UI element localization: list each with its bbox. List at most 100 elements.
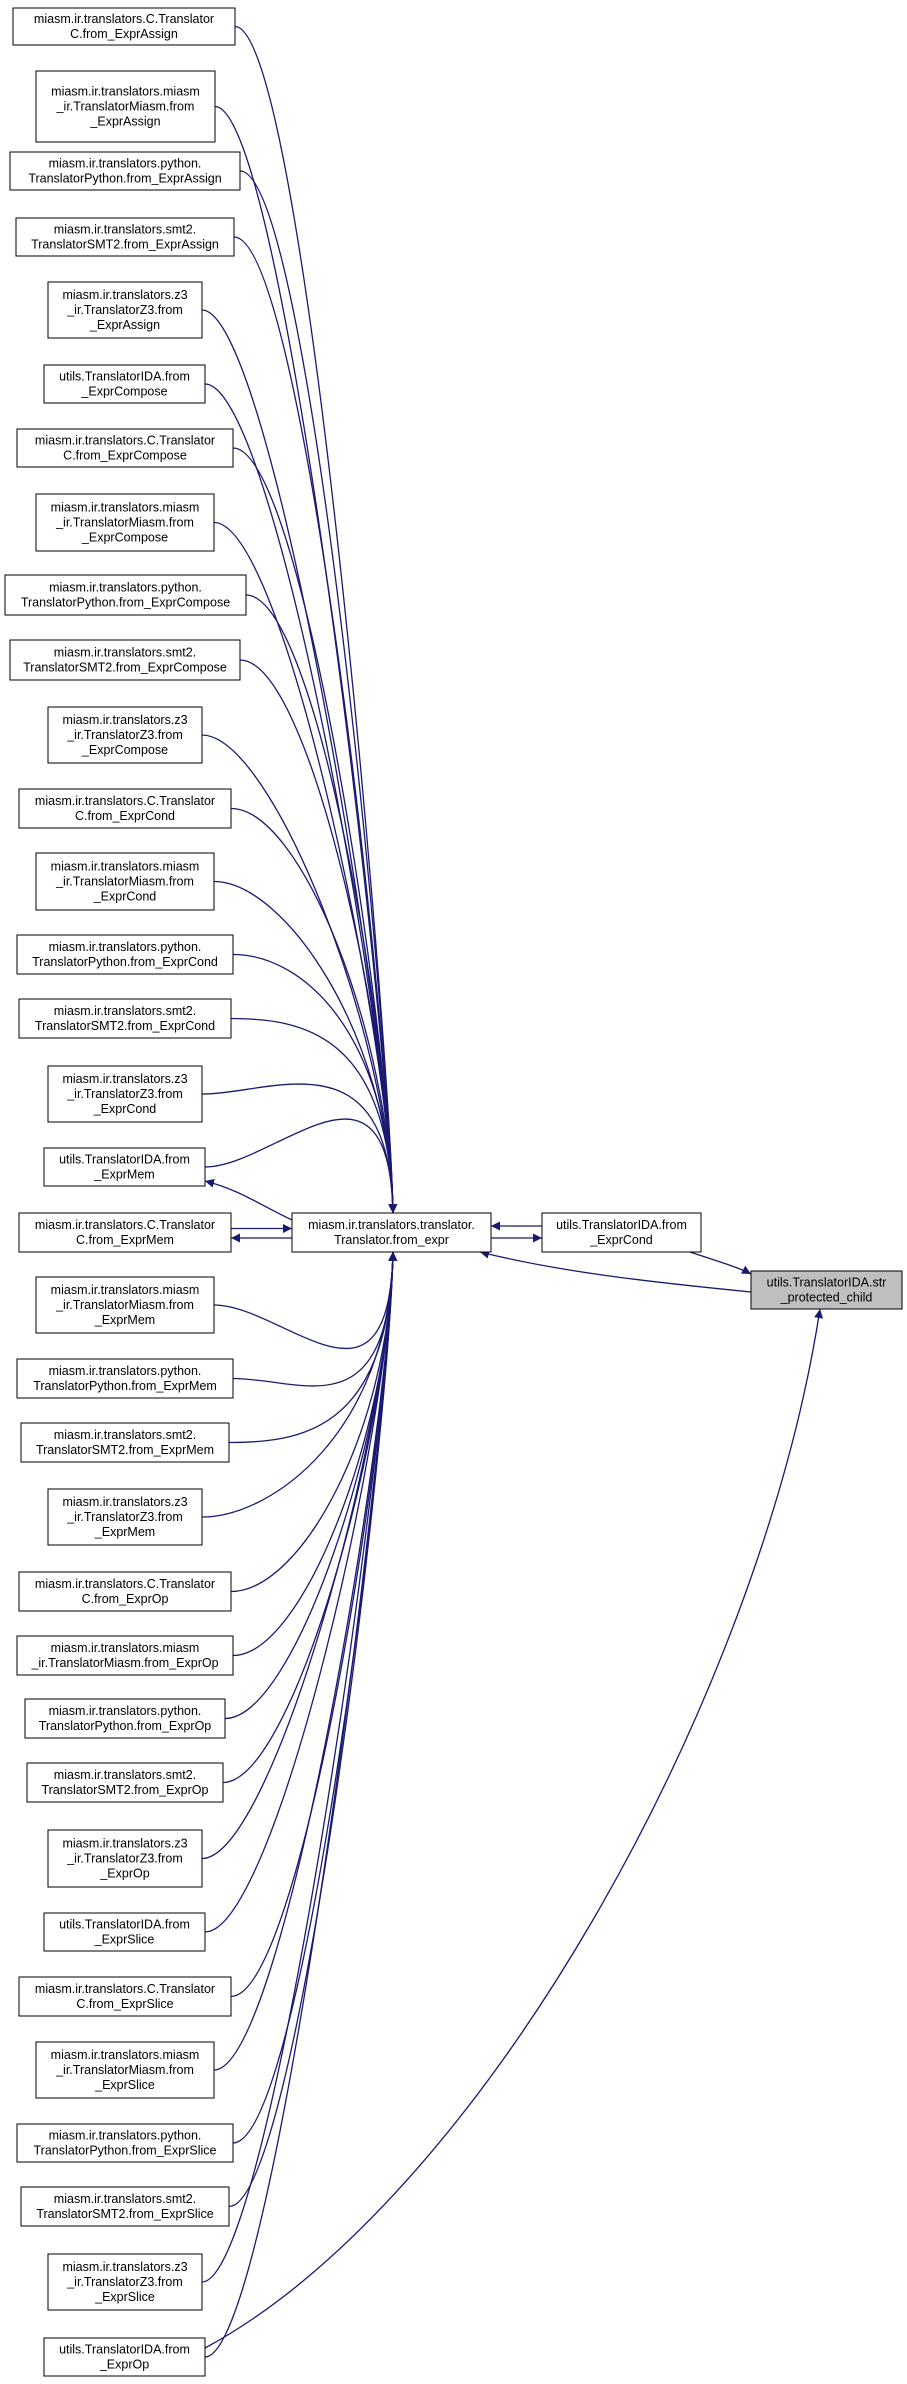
node-box-ida_cond[interactable] [541, 1212, 702, 1253]
node-label-smt_compose-line-0: miasm.ir.translators.smt2. [54, 646, 196, 660]
node-py_op[interactable]: miasm.ir.translators.python.TranslatorPy… [24, 1698, 226, 1739]
node-box-py_assign[interactable] [9, 151, 241, 191]
node-smt_slice[interactable]: miasm.ir.translators.smt2.TranslatorSMT2… [20, 2186, 230, 2227]
node-smt_op[interactable]: miasm.ir.translators.smt2.TranslatorSMT2… [26, 1762, 224, 1803]
node-label-miasm_slice-line-2: _ExprSlice [94, 2078, 155, 2092]
node-box-z3_op[interactable] [47, 1829, 203, 1888]
node-box-z3_mem[interactable] [47, 1488, 203, 1546]
node-label-z3_op-line-1: _ir.TranslatorZ3.from [66, 1852, 183, 1866]
node-label-ida_op-line-1: _ExprOp [99, 2358, 149, 2372]
node-box-c_op[interactable] [18, 1571, 232, 1612]
node-ida_cond[interactable]: utils.TranslatorIDA.from_ExprCond [541, 1212, 702, 1253]
node-label-root-line-1: _protected_child [780, 1291, 873, 1305]
node-root[interactable]: utils.TranslatorIDA.str_protected_child [750, 1270, 903, 1310]
node-box-py_cond[interactable] [16, 934, 234, 975]
node-box-py_mem[interactable] [16, 1358, 234, 1399]
node-z3_slice[interactable]: miasm.ir.translators.z3_ir.TranslatorZ3.… [47, 2253, 203, 2311]
node-box-ida_compose[interactable] [43, 364, 206, 404]
node-py_cond[interactable]: miasm.ir.translators.python.TranslatorPy… [16, 934, 234, 975]
node-label-smt_assign-line-1: TranslatorSMT2.from_ExprAssign [31, 238, 219, 252]
node-box-miasm_compose[interactable] [35, 493, 215, 552]
node-box-miasm_mem[interactable] [35, 1276, 215, 1334]
node-box-ida_mem[interactable] [43, 1147, 206, 1187]
node-miasm_compose[interactable]: miasm.ir.translators.miasm_ir.Translator… [35, 493, 215, 552]
node-box-smt_cond[interactable] [18, 998, 232, 1039]
node-box-c_mem[interactable] [18, 1212, 232, 1253]
node-box-z3_compose[interactable] [47, 706, 203, 764]
node-ida_mem[interactable]: utils.TranslatorIDA.from_ExprMem [43, 1147, 206, 1187]
node-box-c_cond[interactable] [18, 788, 232, 829]
node-c_slice[interactable]: miasm.ir.translators.C.TranslatorC.from_… [18, 1976, 232, 2017]
edge-smt_slice-to-from_expr [228, 1251, 398, 2208]
node-miasm_op[interactable]: miasm.ir.translators.miasm_ir.Translator… [16, 1635, 234, 1676]
node-box-from_expr[interactable] [291, 1212, 492, 1253]
node-box-smt_assign[interactable] [15, 217, 235, 257]
node-box-py_slice[interactable] [16, 2123, 234, 2163]
node-label-py_mem-line-1: TranslatorPython.from_ExprMem [33, 1379, 217, 1393]
node-miasm_mem[interactable]: miasm.ir.translators.miasm_ir.Translator… [35, 1276, 215, 1334]
node-label-c_cond-line-0: miasm.ir.translators.C.Translator [35, 794, 215, 808]
edge-c_compose-to-from_expr [232, 447, 398, 1214]
node-py_mem[interactable]: miasm.ir.translators.python.TranslatorPy… [16, 1358, 234, 1399]
node-smt_assign[interactable]: miasm.ir.translators.smt2.TranslatorSMT2… [15, 217, 235, 257]
node-z3_mem[interactable]: miasm.ir.translators.z3_ir.TranslatorZ3.… [47, 1488, 203, 1546]
node-c_cond[interactable]: miasm.ir.translators.C.TranslatorC.from_… [18, 788, 232, 829]
node-from_expr[interactable]: miasm.ir.translators.translator.Translat… [291, 1212, 492, 1253]
node-box-miasm_slice[interactable] [35, 2041, 215, 2099]
node-box-smt_mem[interactable] [20, 1422, 230, 1463]
node-box-miasm_assign[interactable] [35, 70, 216, 143]
edge-c_slice-to-from_expr [230, 1251, 398, 1998]
node-c_compose[interactable]: miasm.ir.translators.C.TranslatorC.from_… [16, 428, 234, 468]
node-py_assign[interactable]: miasm.ir.translators.python.TranslatorPy… [9, 151, 241, 191]
node-box-ida_slice[interactable] [43, 1912, 206, 1952]
node-z3_cond[interactable]: miasm.ir.translators.z3_ir.TranslatorZ3.… [47, 1065, 203, 1123]
node-label-py_slice-line-0: miasm.ir.translators.python. [49, 2129, 202, 2143]
node-c_op[interactable]: miasm.ir.translators.C.TranslatorC.from_… [18, 1571, 232, 1612]
node-box-z3_cond[interactable] [47, 1065, 203, 1123]
node-c_assign[interactable]: miasm.ir.translators.C.TranslatorC.from_… [12, 7, 236, 46]
node-label-smt_op-line-1: TranslatorSMT2.from_ExprOp [42, 1783, 209, 1797]
node-ida_compose[interactable]: utils.TranslatorIDA.from_ExprCompose [43, 364, 206, 404]
node-label-miasm_assign-line-2: _ExprAssign [89, 115, 160, 129]
node-box-miasm_op[interactable] [16, 1635, 234, 1676]
node-box-root[interactable] [750, 1270, 903, 1310]
node-label-py_assign-line-0: miasm.ir.translators.python. [49, 157, 202, 171]
node-box-z3_slice[interactable] [47, 2253, 203, 2311]
node-smt_mem[interactable]: miasm.ir.translators.smt2.TranslatorSMT2… [20, 1422, 230, 1463]
node-label-py_cond-line-1: TranslatorPython.from_ExprCond [32, 955, 218, 969]
node-box-smt_slice[interactable] [20, 2186, 230, 2227]
node-box-py_compose[interactable] [4, 574, 247, 616]
node-label-ida_compose-line-1: _ExprCompose [80, 385, 167, 399]
node-z3_assign[interactable]: miasm.ir.translators.z3_ir.TranslatorZ3.… [47, 281, 203, 339]
node-ida_op[interactable]: utils.TranslatorIDA.from_ExprOp [43, 2337, 206, 2377]
node-label-z3_compose-line-0: miasm.ir.translators.z3 [62, 713, 187, 727]
node-label-z3_slice-line-2: _ExprSlice [94, 2290, 155, 2304]
node-py_slice[interactable]: miasm.ir.translators.python.TranslatorPy… [16, 2123, 234, 2163]
edge-z3_slice-to-from_expr [201, 1251, 398, 2283]
node-smt_cond[interactable]: miasm.ir.translators.smt2.TranslatorSMT2… [18, 998, 232, 1039]
node-box-smt_compose[interactable] [9, 639, 241, 681]
node-box-c_compose[interactable] [16, 428, 234, 468]
node-box-c_slice[interactable] [18, 1976, 232, 2017]
node-label-z3_slice-line-0: miasm.ir.translators.z3 [62, 2260, 187, 2274]
node-py_compose[interactable]: miasm.ir.translators.python.TranslatorPy… [4, 574, 247, 616]
node-z3_compose[interactable]: miasm.ir.translators.z3_ir.TranslatorZ3.… [47, 706, 203, 764]
edge-z3_mem-to-from_expr [201, 1251, 398, 1518]
node-label-miasm_compose-line-1: _ir.TranslatorMiasm.from [55, 516, 194, 530]
node-smt_compose[interactable]: miasm.ir.translators.smt2.TranslatorSMT2… [9, 639, 241, 681]
node-c_mem[interactable]: miasm.ir.translators.C.TranslatorC.from_… [18, 1212, 232, 1253]
node-box-py_op[interactable] [24, 1698, 226, 1739]
node-ida_slice[interactable]: utils.TranslatorIDA.from_ExprSlice [43, 1912, 206, 1952]
node-label-miasm_op-line-1: _ir.TranslatorMiasm.from_ExprOp [30, 1656, 218, 1670]
node-box-c_assign[interactable] [12, 7, 236, 46]
node-box-miasm_cond[interactable] [35, 852, 215, 911]
node-miasm_cond[interactable]: miasm.ir.translators.miasm_ir.Translator… [35, 852, 215, 911]
node-box-smt_op[interactable] [26, 1762, 224, 1803]
node-z3_op[interactable]: miasm.ir.translators.z3_ir.TranslatorZ3.… [47, 1829, 203, 1888]
node-box-z3_assign[interactable] [47, 281, 203, 339]
edge-root-to-from_expr [479, 1249, 752, 1293]
node-miasm_assign[interactable]: miasm.ir.translators.miasm_ir.Translator… [35, 70, 216, 143]
node-box-ida_op[interactable] [43, 2337, 206, 2377]
node-miasm_slice[interactable]: miasm.ir.translators.miasm_ir.Translator… [35, 2041, 215, 2099]
node-label-miasm_mem-line-2: _ExprMem [94, 1313, 155, 1327]
